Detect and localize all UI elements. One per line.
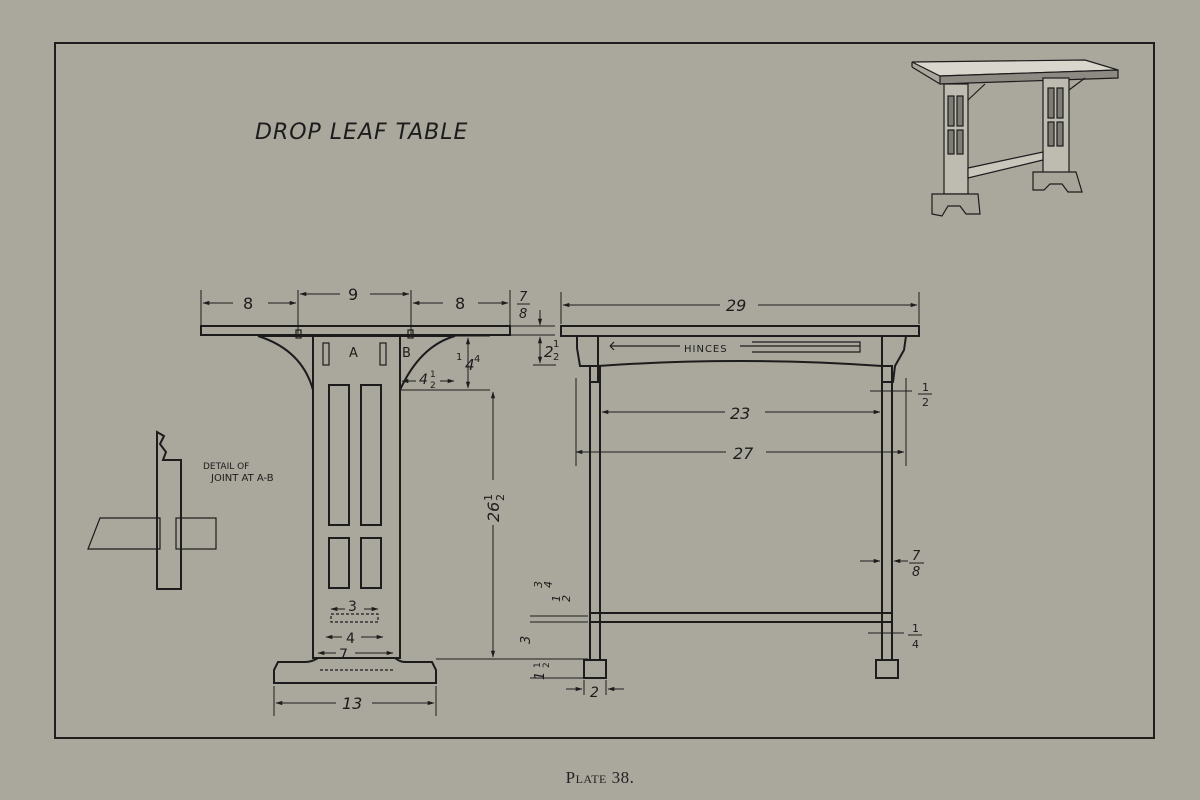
dim-bracket-height-num: 1 [456, 352, 462, 363]
dim-top-length: 29 [726, 296, 746, 315]
dim-stretcher-offset-den: 4 [912, 638, 919, 651]
dim-bracket-width-num: 1 [430, 370, 436, 380]
detail-label-line2: JOINT AT A-B [210, 473, 274, 484]
dim-top-thickness-den: 8 [519, 307, 527, 322]
dim-foot-height-den: 2 [542, 662, 552, 668]
dim-height-den: 2 [494, 494, 507, 501]
joint-detail: DETAIL OF JOINT AT A-B [87, 430, 274, 590]
dim-apron-depth-den: 2 [553, 352, 559, 363]
dim-stretcher-mortise: 3 [348, 599, 357, 615]
side-view-dimensions: 29 23 27 1 2 7 8 1 4 [519, 292, 932, 701]
dim-stretcher-mid-den: 2 [560, 595, 573, 602]
dim-stretcher-top-num: 3 [532, 581, 545, 588]
front-view: A B [200, 325, 511, 684]
dim-foot-cap: 7 [339, 647, 348, 663]
dim-post-thickness-num: 7 [912, 549, 921, 564]
dim-stretcher-offset-num: 1 [912, 622, 919, 635]
dim-inner-length: 23 [730, 404, 750, 423]
dim-foot-height: 1 [533, 672, 548, 680]
dim-foot-height-num: 1 [533, 662, 543, 668]
side-view: HINCES [560, 325, 920, 679]
dim-stretcher-mid-num: 1 [550, 595, 563, 602]
dim-height: 26 [484, 502, 503, 522]
dim-foot-width: 13 [342, 694, 362, 713]
dim-overall-length: 27 [733, 444, 754, 463]
dim-stretcher-tenon: 4 [346, 631, 355, 647]
detail-label-line1: DETAIL OF [203, 462, 249, 472]
dim-height-num: 1 [482, 494, 495, 501]
perspective-sketch [911, 59, 1119, 217]
dim-bracket-width: 4 [419, 372, 428, 388]
dim-leg-offset-num: 1 [922, 381, 929, 394]
plate-caption: Plate 38. [565, 768, 635, 787]
dim-foot-width-side: 2 [590, 685, 599, 701]
drawing-title: DROP LEAF TABLE [255, 120, 468, 145]
dim-stretcher-height: 3 [519, 636, 534, 644]
hinges-label: HINCES [684, 344, 728, 355]
dim-leg-offset-den: 2 [922, 396, 929, 409]
dim-apron-depth-num: 1 [553, 339, 559, 350]
dim-top-thickness-num: 7 [519, 290, 528, 305]
dim-center-top: 9 [348, 285, 358, 304]
point-a-label: A [349, 346, 358, 361]
dim-bracket-height-den: 4 [474, 354, 480, 365]
dim-stretcher-top-den: 4 [542, 581, 555, 588]
dim-leaf-right: 8 [455, 294, 465, 313]
point-b-label: B [402, 346, 411, 361]
dim-leaf-left: 8 [243, 294, 253, 313]
front-view-dimensions: 8 9 8 7 8 2 1 2 4 1 4 4 [200, 285, 559, 716]
dim-post-thickness-den: 8 [912, 565, 920, 580]
dim-apron-depth: 2 [544, 343, 554, 361]
dim-bracket-width-den: 2 [430, 381, 436, 391]
dim-bracket-height: 4 [465, 356, 475, 374]
plate-border [54, 42, 1155, 739]
